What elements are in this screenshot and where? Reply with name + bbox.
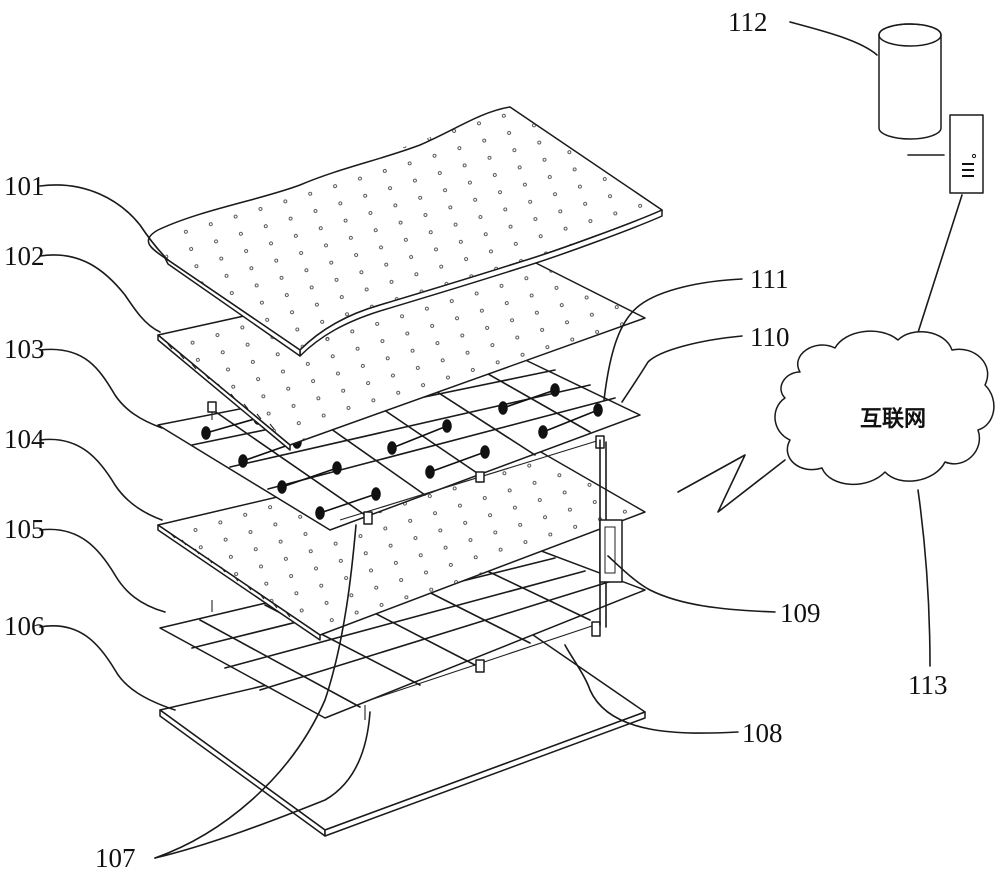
label-102: 102 <box>4 241 45 271</box>
label-112: 112 <box>728 7 768 37</box>
label-107: 107 <box>95 843 136 873</box>
label-104: 104 <box>4 424 45 454</box>
label-109: 109 <box>780 598 821 628</box>
server-icon <box>907 114 984 194</box>
base-plate-106 <box>159 625 646 837</box>
database-icon <box>878 23 942 140</box>
label-110: 110 <box>750 322 790 352</box>
server-cloud-link <box>913 194 963 346</box>
label-108: 108 <box>742 718 783 748</box>
reference-labels: 101 102 103 104 105 106 107 108 109 110 … <box>4 7 948 873</box>
label-111: 111 <box>750 264 789 294</box>
label-103: 103 <box>4 334 45 364</box>
wireless-link <box>677 454 786 513</box>
label-113: 113 <box>908 670 948 700</box>
label-105: 105 <box>4 514 45 544</box>
grid-layer-105 <box>159 542 646 720</box>
internet-cloud-icon: 互联网 <box>774 330 995 485</box>
connector-wires <box>599 439 623 628</box>
leader-lines <box>39 21 931 859</box>
label-106: 106 <box>4 611 45 641</box>
label-101: 101 <box>4 171 45 201</box>
cloud-label: 互联网 <box>860 407 926 432</box>
